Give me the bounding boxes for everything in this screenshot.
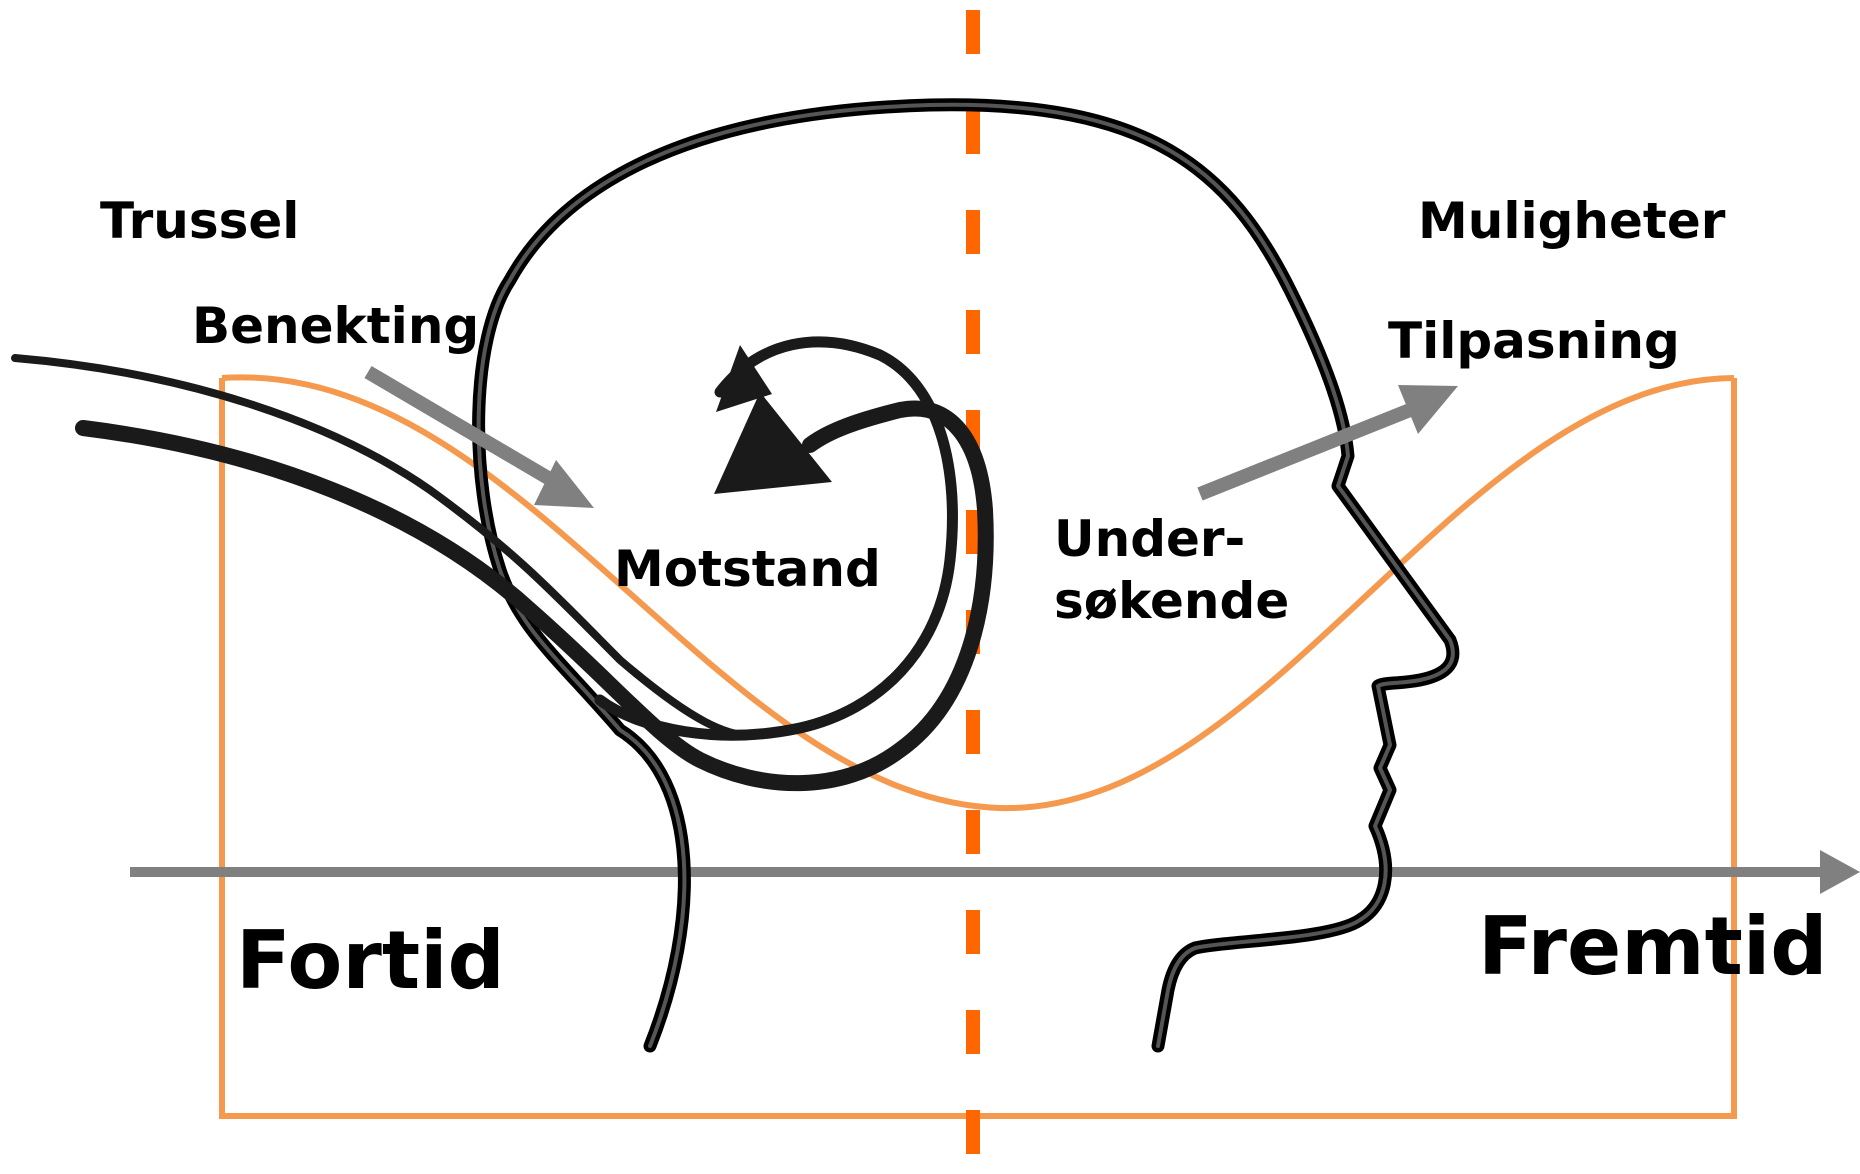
label-threat: Trussel [100,192,299,250]
label-past: Fortid [236,914,505,1007]
adaptation-arrow-shaft [1197,403,1413,501]
label-exploratory-line1: Under- [1054,510,1245,568]
outer-swoosh-line [11,354,764,740]
label-adaptation: Tilpasning [1388,312,1680,370]
label-exploratory-line2: søkende [1054,572,1289,630]
time-axis-arrowhead [1820,850,1860,894]
denial-arrowhead [534,460,594,508]
spiral-inner-loop [594,336,958,741]
spiral-arrowhead-large [714,392,832,494]
label-opportunities: Muligheter [1418,192,1726,250]
label-denial: Benekting [192,297,479,355]
label-resistance: Motstand [614,540,881,598]
denial-arrow-shaft [364,365,564,492]
adaptation-arrowhead [1398,385,1458,434]
spiral-outer-loop [75,400,994,792]
spiral-arrowhead [716,345,772,412]
label-future: Fremtid [1478,900,1828,993]
head-silhouette [472,98,1460,1053]
